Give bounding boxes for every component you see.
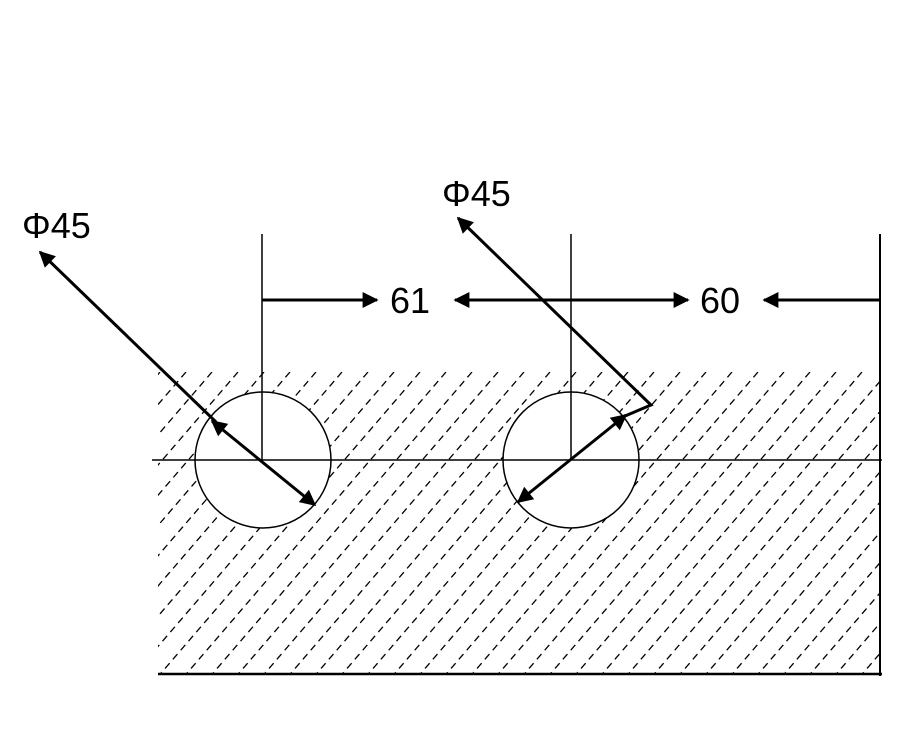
hatch-line-13 — [237, 372, 499, 674]
hatch-line-33 — [757, 372, 880, 674]
label-spacing-61: 61 — [390, 280, 430, 321]
hatch-line-21 — [445, 372, 707, 674]
label-diameter-right: Φ45 — [442, 173, 511, 214]
hatch-line-38 — [888, 372, 914, 674]
hatch-line-10 — [159, 372, 421, 674]
hatch-line-28 — [627, 372, 880, 674]
hatch-line-2 — [158, 372, 213, 674]
dimension-diameter-right — [456, 216, 654, 504]
dimension-diameter-left — [38, 250, 317, 507]
hatch-line-8 — [158, 372, 369, 674]
hole-left — [194, 391, 332, 529]
label-spacing-60: 60 — [700, 280, 740, 321]
hatch-line-12 — [211, 372, 473, 674]
hatch-line-0 — [158, 372, 161, 674]
hatch-line-14 — [263, 372, 525, 674]
hatch-line-29 — [653, 372, 880, 674]
hatch-line-1 — [158, 372, 187, 674]
hatch-line-36 — [835, 372, 880, 674]
hatch-line-31 — [705, 372, 880, 674]
hatch-line-11 — [185, 372, 447, 674]
hatch-line-20 — [419, 372, 681, 674]
hatch-line-35 — [809, 372, 880, 674]
label-diameter-left: Φ45 — [22, 205, 91, 246]
leader-line-right — [456, 216, 654, 418]
leader-line-left — [38, 250, 218, 424]
hatch-line-9 — [158, 372, 395, 674]
hatch-pattern — [158, 372, 914, 674]
hatch-line-15 — [289, 372, 551, 674]
diameter-line-left — [210, 419, 317, 507]
hatch-line-22 — [471, 372, 733, 674]
hatch-line-37 — [861, 372, 880, 674]
hatch-line-26 — [575, 372, 837, 674]
extension-lines — [261, 234, 572, 460]
hatch-line-23 — [497, 372, 759, 674]
diameter-line-right — [516, 413, 628, 504]
hatch-line-27 — [601, 372, 863, 674]
hatch-line-25 — [549, 372, 811, 674]
hatch-line-3 — [158, 372, 239, 674]
hatch-line-24 — [523, 372, 785, 674]
